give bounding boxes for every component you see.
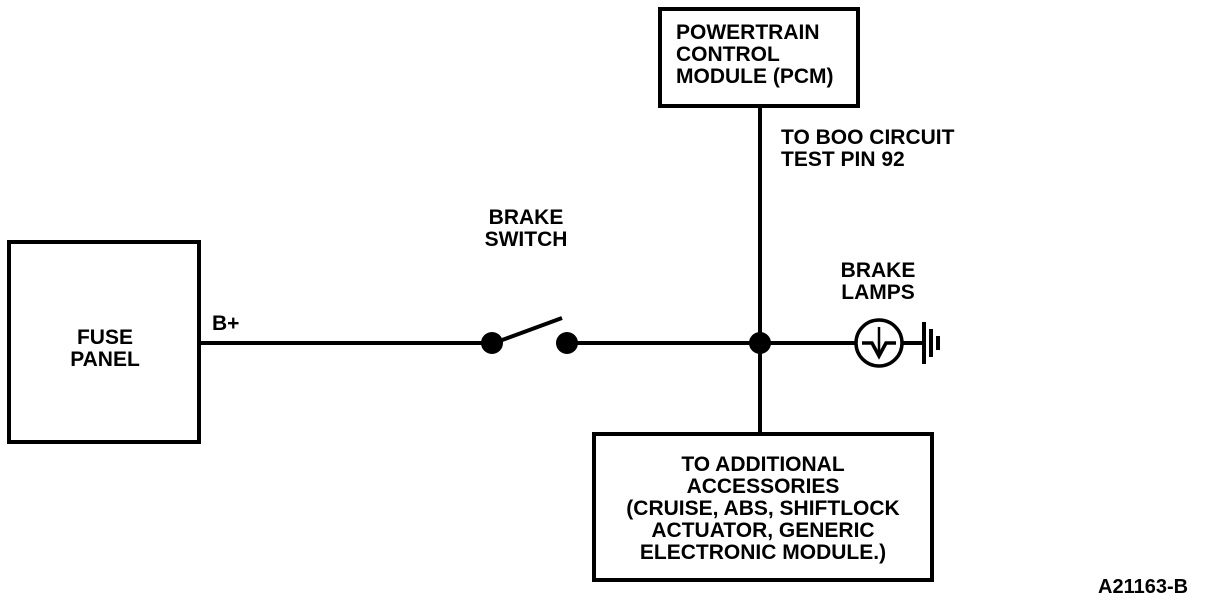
pcm-label-line: MODULE (PCM) <box>676 65 834 88</box>
fuse-panel-line: PANEL <box>70 348 140 371</box>
ground-icon <box>922 322 940 364</box>
accessories-line: TO ADDITIONAL <box>681 453 845 476</box>
b-plus-label: B+ <box>212 312 240 335</box>
fuse-panel-line: FUSE <box>76 326 133 349</box>
pcm-label-line: CONTROL <box>676 43 780 66</box>
boo-circuit-line: TO BOO CIRCUIT <box>781 126 955 149</box>
switch-contact-icon <box>481 332 503 354</box>
boo-circuit-line: TEST PIN 92 <box>781 148 905 171</box>
switch-contact-icon <box>556 332 578 354</box>
accessories-line: (CRUISE, ABS, SHIFTLOCK <box>626 497 900 520</box>
brake-switch-line: BRAKE <box>488 206 564 229</box>
brake-switch-line: SWITCH <box>484 228 568 251</box>
brake-lamps-label: BRAKE LAMPS <box>818 260 938 304</box>
lamp-icon <box>854 318 904 368</box>
brake-switch-label: BRAKE SWITCH <box>466 207 586 251</box>
pcm-label-line: POWERTRAIN <box>676 21 820 44</box>
boo-circuit-label: TO BOO CIRCUIT TEST PIN 92 <box>781 127 954 171</box>
accessories-line: ACTUATOR, GENERIC <box>651 519 875 542</box>
brake-lamps-line: BRAKE <box>840 259 916 282</box>
accessories-box <box>592 432 934 582</box>
fuse-panel-label: FUSE PANEL <box>50 327 160 371</box>
accessories-line: ACCESSORIES <box>686 475 840 498</box>
brake-lamps-line: LAMPS <box>841 281 915 304</box>
accessories-label: TO ADDITIONAL ACCESSORIES (CRUISE, ABS, … <box>596 454 930 564</box>
accessories-line: ELECTRONIC MODULE.) <box>639 541 887 564</box>
junction-dot-icon <box>749 332 771 354</box>
switch-lever <box>493 316 563 345</box>
figure-id: A21163-B <box>1098 576 1189 598</box>
pcm-label: POWERTRAIN CONTROL MODULE (PCM) <box>676 22 833 88</box>
